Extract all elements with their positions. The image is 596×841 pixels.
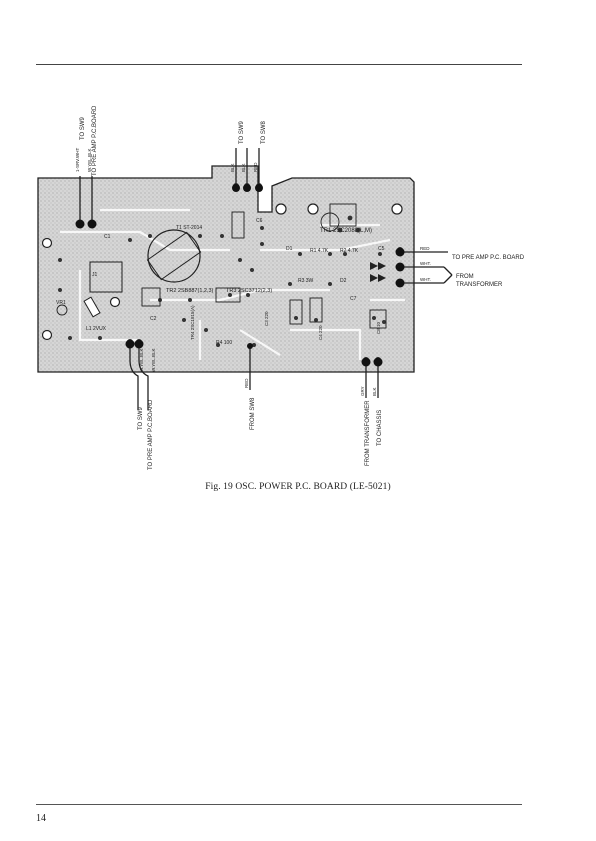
label-c1: C1 xyxy=(104,234,111,240)
terminal xyxy=(247,343,253,349)
label-t1: T1 ST-2014 xyxy=(176,225,202,231)
mounting-hole xyxy=(307,203,319,215)
wires-top-center xyxy=(235,148,260,188)
label-c7: C7 xyxy=(350,296,357,302)
lead-label-to-pre-amp-top: TO PRE AMP P.C.BOARD xyxy=(92,105,98,176)
terminal xyxy=(134,339,144,349)
lead-label-from-transformer-2: TRANSFORMER xyxy=(456,282,503,288)
label-d2: D2 xyxy=(340,278,347,284)
label-tr3: TR3 2SC3712(2,3) xyxy=(226,288,272,294)
wires-bottom xyxy=(129,344,379,410)
wires-top-left xyxy=(79,176,93,224)
wire-tag-bottom-right-b: BLK xyxy=(372,387,377,396)
label-r1: R1 4.7K xyxy=(310,248,329,254)
jack-j1 xyxy=(89,261,123,293)
wire-tag-bottom-left-a: W.YEL.BLK xyxy=(139,348,144,372)
lead-label-to-pre-amp-bottom: TO PRE AMP P.C.BOARD xyxy=(148,399,154,470)
figure-caption: Fig. 19 OSC. POWER P.C. BOARD (LE-5021) xyxy=(205,482,391,492)
lead-label-to-sw9-bottom: TO SW9 xyxy=(138,406,144,430)
mounting-hole xyxy=(391,203,403,215)
label-c8: C8 10 xyxy=(376,321,381,334)
label-c3: C3 220 xyxy=(264,311,269,326)
transformer-t1 xyxy=(147,229,201,283)
lead-label-to-chassis: TO CHASSIS xyxy=(377,410,383,446)
wire-tag-bottom-right-a: GRY xyxy=(360,386,365,396)
terminal xyxy=(75,219,85,229)
terminal xyxy=(395,278,405,288)
label-c6: C6 xyxy=(256,218,263,224)
label-r2: R2 4.7K xyxy=(340,248,359,254)
wire-tag-top-center-b: BLK xyxy=(241,163,246,172)
terminal xyxy=(255,184,263,192)
component-designators: TR1 2SC2088(L,M) T1 ST-2014 J1 TR2 2SB88… xyxy=(56,218,385,346)
label-c5: C5 xyxy=(378,246,385,252)
terminal xyxy=(125,339,135,349)
page-number: 14 xyxy=(36,813,46,824)
wire-tag-bottom-left-b: W.YEL.BLK xyxy=(151,348,156,372)
terminal xyxy=(243,184,251,192)
lead-label-to-sw8: TO SW8 xyxy=(261,120,267,144)
label-vr1: VR1 xyxy=(56,300,66,306)
mounting-holes xyxy=(41,203,403,341)
label-tr4: TR4 2SC1815(A) xyxy=(190,305,195,340)
mounting-hole xyxy=(41,329,53,341)
terminal xyxy=(361,357,371,367)
lead-label-to-sw9-center: TO SW9 xyxy=(239,120,245,144)
label-tr1: TR1 2SC2088(L,M) xyxy=(320,228,372,234)
wire-tag-right-b: WHT. xyxy=(420,261,431,266)
label-c2: C2 xyxy=(150,316,157,322)
top-rule xyxy=(36,64,522,65)
wire-tag-right-c: WHT. xyxy=(420,277,431,282)
label-r4: R4 100 xyxy=(216,340,232,346)
wire-tag-top-center-a: BLK xyxy=(230,163,235,172)
component-block xyxy=(83,296,101,318)
transformer-core xyxy=(146,231,202,281)
wire-tag-right-a: RED xyxy=(420,246,430,251)
mounting-hole xyxy=(41,237,53,249)
terminal xyxy=(87,219,97,229)
label-r3: R3 3W xyxy=(298,278,314,284)
label-j1: J1 xyxy=(92,272,98,278)
lead-label-to-sw9-top: TO SW9 xyxy=(80,116,86,140)
lead-label-from-transformer-bottom: FROM TRANSFORMER xyxy=(365,400,371,466)
label-c4: C4 220 xyxy=(318,325,323,340)
wire-tag-top-left-b: W.YEL.BLK xyxy=(87,148,92,172)
diode-bridge xyxy=(370,262,386,282)
label-l1: L1 2VUX xyxy=(86,326,107,332)
component-outlines xyxy=(56,203,387,329)
mounting-hole xyxy=(109,296,121,308)
wire-tag-bottom-center: RED xyxy=(244,378,249,388)
label-d1: D1 xyxy=(286,246,293,252)
wires-right xyxy=(400,251,453,284)
bottom-rule xyxy=(36,804,522,805)
terminal xyxy=(395,262,405,272)
lead-label-from-sw8: FROM SW8 xyxy=(250,397,256,430)
mounting-hole xyxy=(275,203,287,215)
lead-label-from-transformer-1: FROM xyxy=(456,274,474,280)
board-outline xyxy=(37,165,415,373)
wire-tag-top-center-c: RED xyxy=(253,162,258,172)
terminal xyxy=(373,357,383,367)
wire-tag-top-left-a: 1-SRV.WHT xyxy=(75,147,80,172)
lead-label-to-pre-amp-right: TO PRE AMP P.C. BOARD xyxy=(452,255,525,261)
label-tr2: TR2 2SB887(1,2,3) xyxy=(166,288,214,294)
terminal xyxy=(395,247,405,257)
terminal xyxy=(232,184,240,192)
